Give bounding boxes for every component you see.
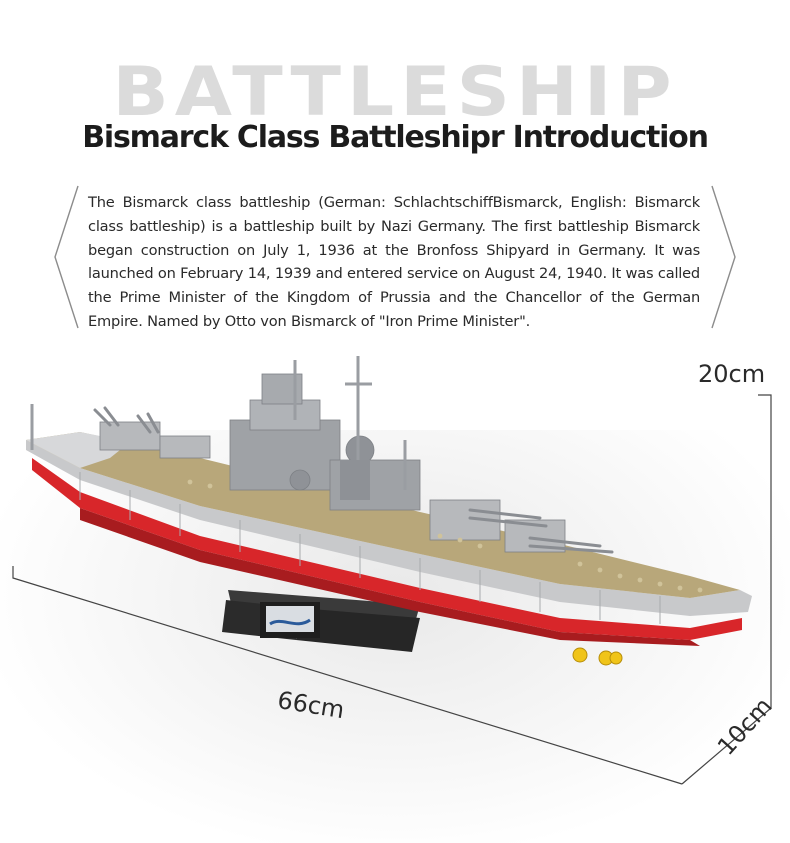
hull-grey [26,440,752,616]
deck [26,432,740,598]
left-bracket-icon [54,185,79,329]
propellers [572,647,623,666]
page-title: Bismarck Class Battleshipr Introduction [82,120,709,155]
funnel [340,460,370,500]
height-dimension-label: 20cm [698,360,766,388]
right-bracket-icon [711,185,736,329]
battleship-model-image [26,356,752,666]
display-stand [222,590,420,652]
watermark-text: BATTLESHIP [112,52,678,132]
intro-paragraph: The Bismarck class battleship (German: S… [88,194,700,330]
